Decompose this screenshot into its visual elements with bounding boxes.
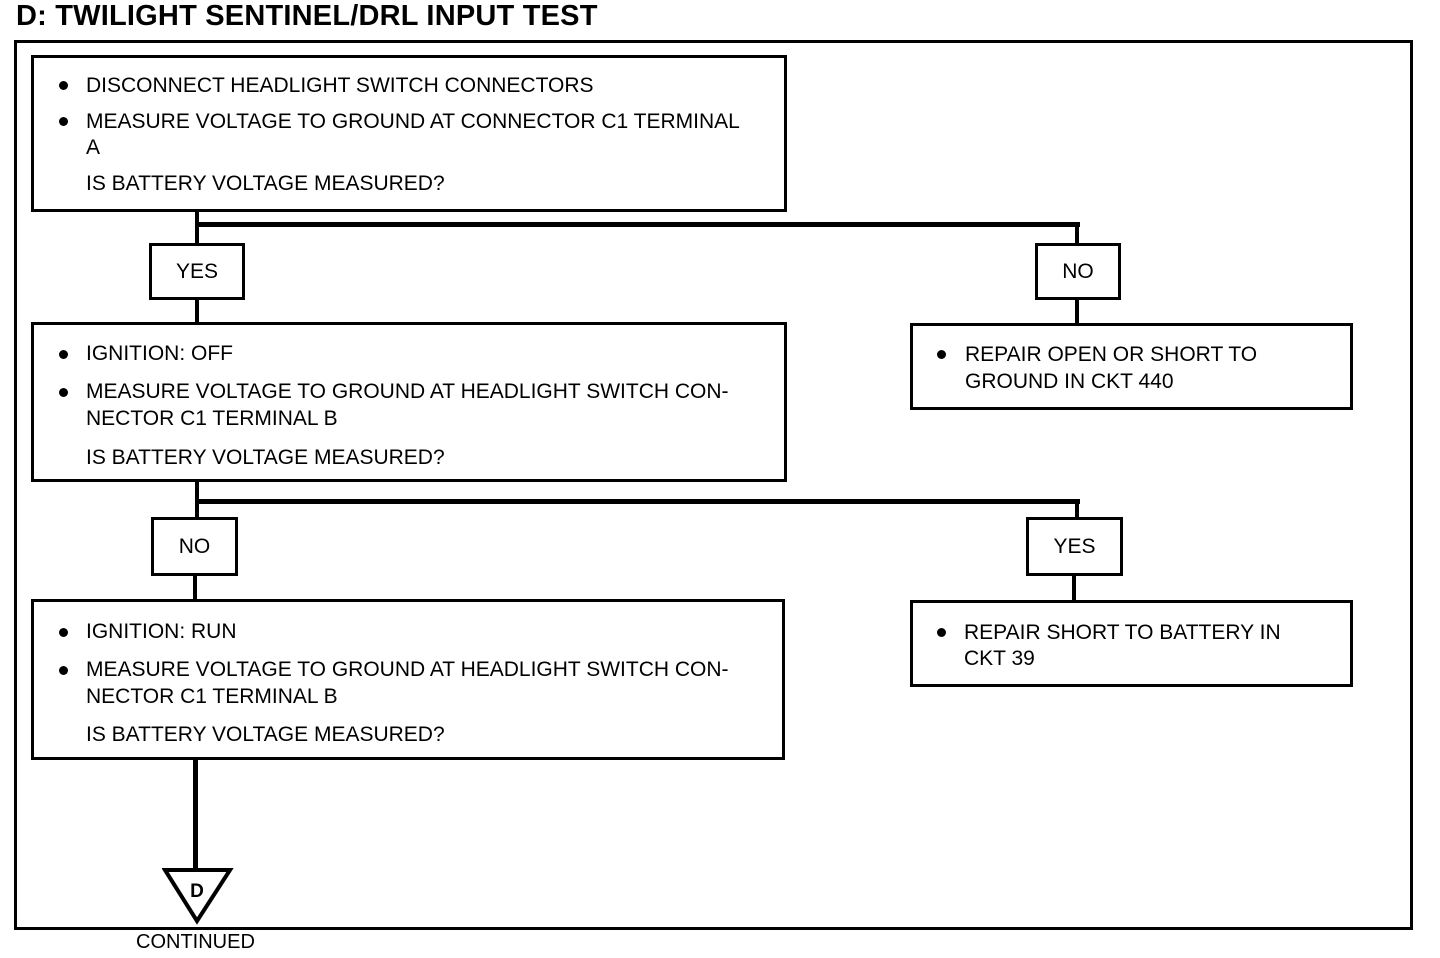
step-1-instruction: A [86, 136, 101, 159]
step-2-box: IGNITION: OFF MEASURE VOLTAGE TO GROUND … [31, 322, 787, 482]
step-2-instruction: MEASURE VOLTAGE TO GROUND AT HEADLIGHT S… [86, 380, 729, 403]
bullet-icon [937, 350, 946, 359]
continued-caption: CONTINUED [136, 931, 255, 953]
step-1-question: IS BATTERY VOLTAGE MEASURED? [86, 172, 445, 195]
bullet-icon [59, 117, 68, 126]
connector-line [1075, 222, 1079, 244]
connector-line [1072, 574, 1076, 602]
repair-1-text: GROUND IN CKT 440 [965, 370, 1174, 393]
connector-line [195, 222, 1080, 227]
connector-line [193, 758, 198, 870]
connector-line [1075, 499, 1079, 520]
step-3-instruction: IGNITION: RUN [86, 620, 237, 643]
bullet-icon [937, 628, 946, 637]
step-1-instruction: DISCONNECT HEADLIGHT SWITCH CONNECTORS [86, 74, 594, 97]
step-3-instruction: MEASURE VOLTAGE TO GROUND AT HEADLIGHT S… [86, 658, 729, 681]
connector-line [1075, 297, 1079, 325]
step-3-box: IGNITION: RUN MEASURE VOLTAGE TO GROUND … [31, 599, 785, 760]
connector-line [195, 210, 199, 246]
connector-letter: D [190, 881, 204, 902]
flowchart-frame [14, 40, 1413, 930]
bullet-icon [59, 81, 68, 90]
repair-1-box: REPAIR OPEN OR SHORT TO GROUND IN CKT 44… [910, 323, 1353, 410]
no-label-2: NO [151, 517, 238, 576]
bullet-icon [59, 350, 68, 359]
repair-1-text: REPAIR OPEN OR SHORT TO [965, 343, 1258, 366]
bullet-icon [59, 628, 68, 637]
yes-label-1: YES [149, 243, 245, 300]
step-1-box: DISCONNECT HEADLIGHT SWITCH CONNECTORS M… [31, 55, 787, 212]
step-3-question: IS BATTERY VOLTAGE MEASURED? [86, 723, 445, 746]
bullet-icon [59, 666, 68, 675]
step-2-question: IS BATTERY VOLTAGE MEASURED? [86, 446, 445, 469]
step-2-instruction: NECTOR C1 TERMINAL B [86, 407, 338, 430]
no-label-1: NO [1035, 243, 1121, 300]
bullet-icon [59, 388, 68, 397]
step-1-instruction: MEASURE VOLTAGE TO GROUND AT CONNECTOR C… [86, 110, 740, 133]
step-2-instruction: IGNITION: OFF [86, 342, 233, 365]
repair-2-text: REPAIR SHORT TO BATTERY IN [964, 621, 1281, 644]
page-title: D: TWILIGHT SENTINEL/DRL INPUT TEST [16, 0, 598, 32]
step-3-instruction: NECTOR C1 TERMINAL B [86, 685, 338, 708]
yes-label-2: YES [1026, 517, 1123, 576]
repair-2-box: REPAIR SHORT TO BATTERY IN CKT 39 [910, 600, 1353, 687]
connector-line [195, 297, 199, 324]
offpage-connector-icon: D [162, 868, 234, 925]
connector-line [195, 499, 1080, 504]
connector-line [193, 574, 197, 600]
repair-2-text: CKT 39 [964, 647, 1035, 670]
